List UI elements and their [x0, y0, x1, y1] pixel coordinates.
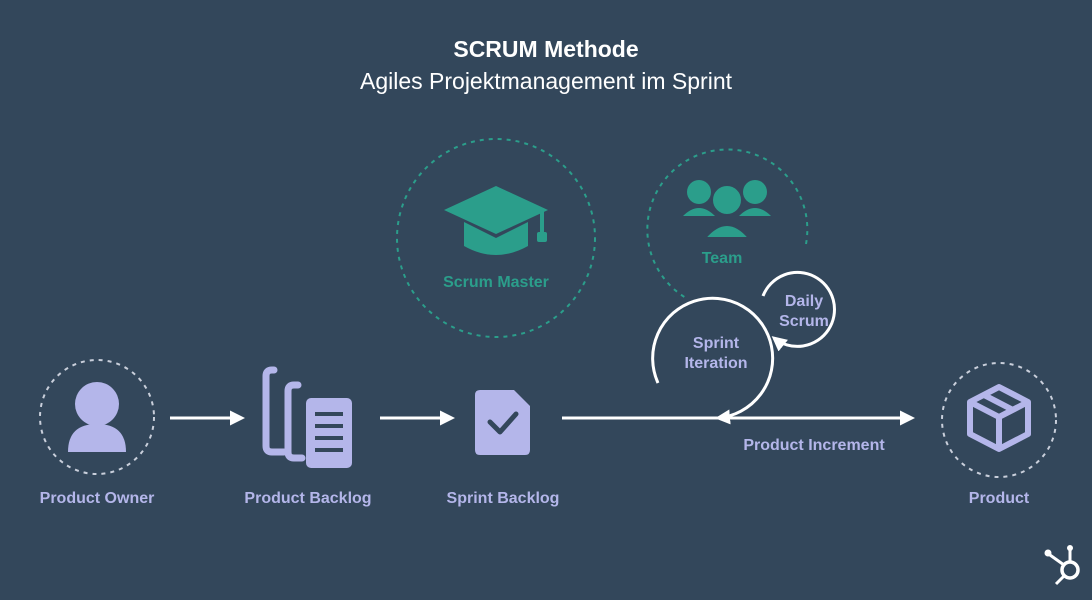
- team-icon: [683, 180, 771, 239]
- product-ring: [941, 362, 1057, 478]
- sprint-iteration-line1: Sprint: [692, 335, 740, 352]
- daily-scrum-line1: Daily: [784, 293, 824, 310]
- hubspot-sprocket-icon: [1044, 545, 1080, 586]
- page-title: SCRUM Methode: [453, 36, 639, 62]
- scrum-master-label: Scrum Master: [443, 274, 549, 291]
- sprint-backlog-label: Sprint Backlog: [446, 490, 560, 507]
- sprint-iteration-line2: Iteration: [684, 355, 748, 372]
- daily-scrum-line2: Scrum: [779, 313, 829, 330]
- box-icon: [967, 384, 1031, 452]
- team-label: Team: [701, 250, 743, 267]
- graduation-cap-icon: [444, 186, 548, 255]
- scrum-master-ring: [396, 138, 596, 338]
- person-icon: [68, 382, 126, 452]
- product-label: Product: [968, 490, 1030, 507]
- checklist-document-icon: [475, 390, 530, 455]
- sprint-iteration-label: Sprint Iteration: [666, 334, 766, 374]
- daily-scrum-loop: [761, 270, 836, 352]
- sprint-iteration-loop: [651, 296, 775, 425]
- product-owner-label: Product Owner: [39, 490, 155, 507]
- daily-scrum-label: Daily Scrum: [764, 292, 844, 332]
- team-ring: [646, 148, 809, 299]
- product-increment-label: Product Increment: [743, 437, 885, 454]
- product-backlog-label: Product Backlog: [244, 490, 372, 507]
- page-subtitle: Agiles Projektmanagement im Sprint: [360, 68, 732, 94]
- product-owner-ring: [39, 359, 155, 475]
- documents-icon: [262, 366, 352, 468]
